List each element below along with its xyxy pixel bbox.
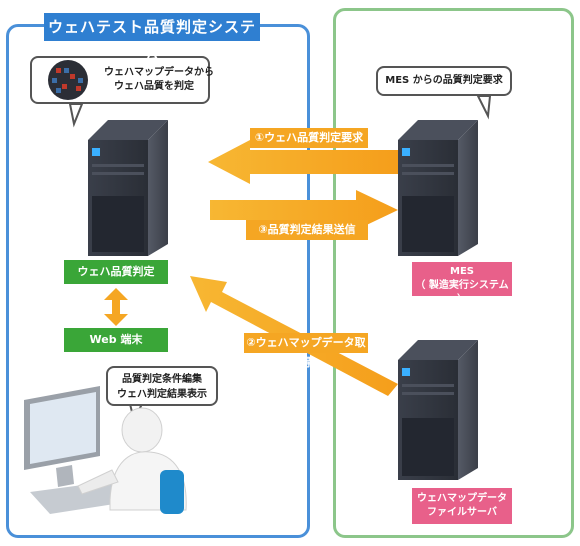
arrow-vertical — [104, 288, 128, 326]
fileserver-label-line2: ファイルサーバ — [427, 507, 497, 518]
fileserver-server-icon — [398, 340, 478, 480]
terminal-bubble: 品質判定条件編集 ウェハ判定結果表示 — [106, 366, 218, 406]
terminal-bubble-line1: 品質判定条件編集 — [122, 374, 202, 385]
mes-label-line2: （ 製造実行システム ） — [415, 280, 509, 305]
fileserver-label: ウェハマップデータ ファイルサーバ — [412, 488, 512, 524]
wafer-bubble-line1: ウェハマップデータから — [104, 67, 214, 78]
send-arrow-label: ③品質判定結果送信 — [246, 220, 368, 240]
system-title: ウェハテスト品質判定システム — [44, 13, 260, 64]
quality-server-icon — [88, 120, 168, 256]
fileserver-label-line1: ウェハマップデータ — [417, 493, 507, 504]
web-terminal-label: Web 端末 — [64, 328, 168, 352]
wafer-map-icon — [48, 60, 88, 100]
get-arrow-label: ②ウェハマップデータ取得 — [244, 333, 368, 369]
mes-label: MES （ 製造実行システム ） — [412, 262, 512, 305]
request-arrow-label: ①ウェハ品質判定要求 — [250, 128, 368, 148]
terminal-bubble-line2: ウェハ判定結果表示 — [117, 389, 207, 400]
mes-request-bubble: MES からの品質判定要求 — [376, 66, 512, 96]
mes-label-line1: MES — [450, 266, 474, 277]
mes-server-icon — [398, 120, 478, 256]
external-panel — [333, 8, 574, 538]
quality-judgement-label: ウェハ品質判定 — [64, 260, 168, 284]
wafer-bubble: ウェハマップデータから ウェハ品質を判定 — [30, 56, 214, 104]
user-icon — [77, 407, 187, 514]
arrow-request — [208, 140, 398, 184]
wafer-bubble-line2: ウェハ品質を判定 — [114, 81, 194, 92]
web-terminal-icon — [24, 386, 140, 514]
